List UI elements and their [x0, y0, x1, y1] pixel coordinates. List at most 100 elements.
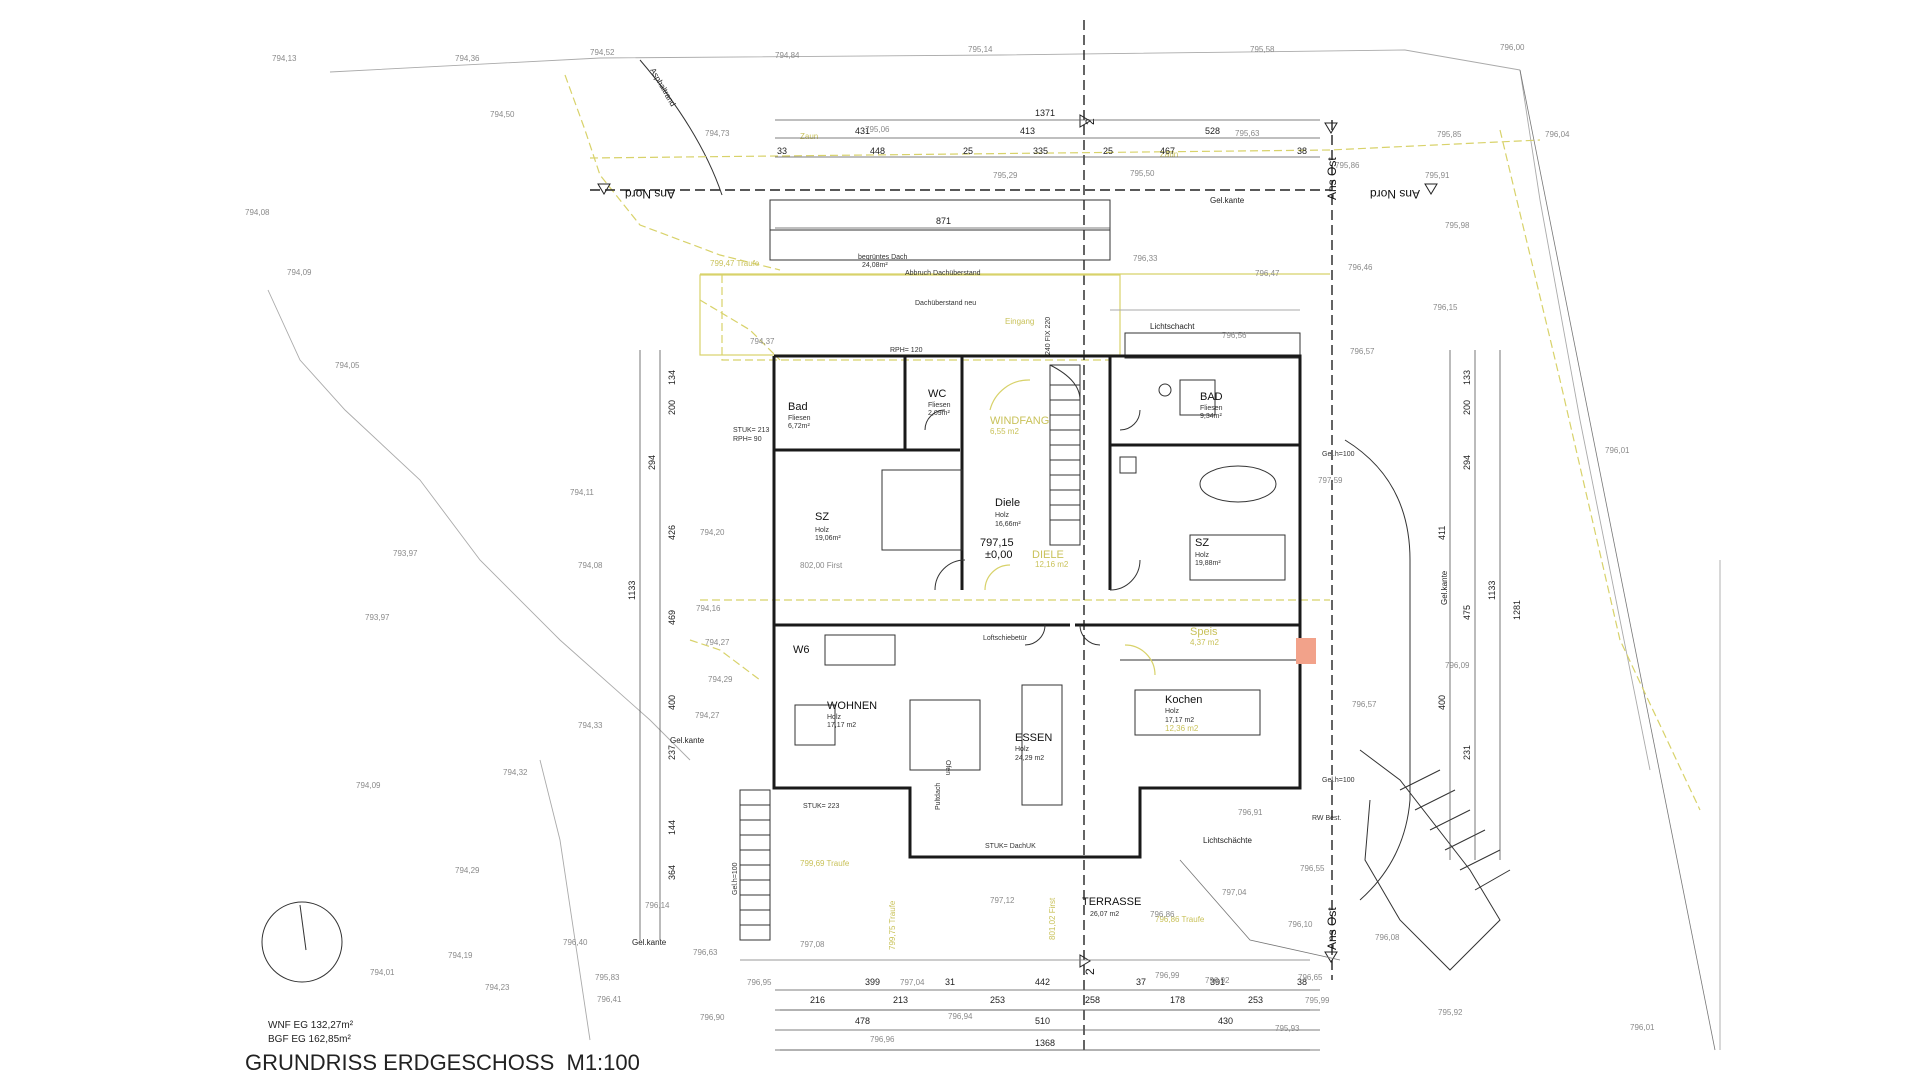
elev-point: 796,41 [597, 995, 622, 1004]
dim-left-364: 364 [667, 865, 677, 880]
terrain-lines [267, 49, 1721, 1051]
dim-bottom-row1-b: 213 [893, 995, 908, 1005]
zaun-right-label: Zaun [1160, 150, 1178, 159]
fix-label: 240 FIX 220 [1045, 317, 1052, 355]
roof-annex [699, 199, 1300, 356]
reference-zero: ±0,00 [985, 549, 1012, 561]
section-arrow-2-top [1079, 114, 1091, 128]
eingang-label: Eingang [1005, 317, 1034, 326]
elev-point: 794,84 [775, 51, 800, 60]
elev-point: 796,86 [1150, 910, 1175, 919]
room-diele: Diele [995, 497, 1020, 509]
room-kochen-area: 17,17 m2 [1165, 717, 1194, 724]
room-kochen-yarea: 12,36 m2 [1165, 724, 1199, 733]
section-arrow-2-bottom [1079, 954, 1091, 968]
elev-point: 794,09 [356, 781, 381, 790]
area-bgf: BGF EG 162,85m² [268, 1034, 351, 1045]
room-windfang: WINDFANG [990, 415, 1049, 427]
rph-90-label: RPH= 90 [733, 436, 762, 443]
dim-bottom-mid-d: 37 [1136, 977, 1146, 987]
elev-point: 797,08 [800, 940, 825, 949]
elev-point: 796,09 [1445, 661, 1470, 670]
elev-point: 794,16 [696, 604, 721, 613]
gelkante-right-label: Gel.kante [1440, 570, 1449, 605]
room-essen: ESSEN [1015, 732, 1052, 744]
dim-right-200: 200 [1462, 400, 1472, 415]
elev-point: 796,47 [1255, 269, 1280, 278]
dim-bottom-row1-g: 253 [1248, 995, 1263, 1005]
elev-point: 794,27 [705, 638, 730, 647]
dim-top-row2-f: 467 [1160, 146, 1175, 156]
staircase [1049, 364, 1081, 546]
room-wc-area: 2,09m² [928, 410, 950, 417]
elev-point: 796,14 [645, 901, 670, 910]
speis-accent [1296, 638, 1316, 664]
room-wohnen: WOHNEN [827, 700, 877, 712]
room-bad-right-area: 9,34m² [1200, 413, 1222, 420]
dim-right-133: 133 [1462, 370, 1472, 385]
dim-left-1133: 1133 [627, 581, 637, 600]
room-wohnen-area: 17,17 m2 [827, 722, 856, 729]
gelkante-top-label: Gel.kante [1210, 196, 1245, 205]
lichtschaechte-label: Lichtschächte [1203, 836, 1252, 845]
elev-point: 793,97 [365, 613, 390, 622]
elev-point: 795,06 [865, 125, 890, 134]
dim-top-row2-d: 335 [1033, 146, 1048, 156]
elev-point: 797,04 [900, 978, 925, 987]
dim-right-1133: 1133 [1487, 581, 1497, 600]
dimension-lines [639, 119, 1501, 1051]
dim-bottom-overall: 1368 [1035, 1038, 1055, 1048]
elev-point: 794,05 [335, 361, 360, 370]
stuk-213-label: STUK= 213 [733, 427, 769, 434]
rw-best-label: RW Best. [1312, 815, 1341, 822]
elev-point: 796,63 [693, 948, 718, 957]
room-speis: Speis [1190, 626, 1218, 638]
asphaltrand-label: Asphaltrand [648, 67, 677, 108]
section-arrow-ost-top [1324, 122, 1338, 134]
section-arrow-right [1424, 183, 1438, 195]
lichtschacht-box [1124, 332, 1301, 359]
section-ans-ost-bottom: Ans Ost [1325, 907, 1339, 950]
lichtschacht-label: Lichtschacht [1150, 322, 1195, 331]
elev-point: 795,14 [968, 45, 993, 54]
dim-left-294: 294 [647, 455, 657, 470]
room-wc-floor: Fliesen [928, 402, 951, 409]
north-arrow [261, 901, 343, 983]
elev-point: 794,20 [700, 528, 725, 537]
section-ans-nord-left: Ans Nord [625, 187, 675, 201]
dim-top-row1-c: 528 [1205, 126, 1220, 136]
elev-point: 795,50 [1130, 169, 1155, 178]
room-diele-area: 16,66m² [995, 521, 1021, 528]
rph-120-label: RPH= 120 [890, 347, 923, 354]
gelh-left-label: Gel.h=100 [732, 862, 739, 895]
elev-point: 794,29 [455, 866, 480, 875]
room-essen-area: 24,29 m2 [1015, 755, 1044, 762]
right-outside-stair [1344, 439, 1511, 971]
elev-point: 794,29 [708, 675, 733, 684]
w6-label: W6 [793, 644, 810, 656]
elev-point: 797,04 [1222, 888, 1247, 897]
elev-point: 794,08 [578, 561, 603, 570]
elev-point: 796,56 [1222, 331, 1247, 340]
dim-left-400: 400 [667, 695, 677, 710]
dim-right-411: 411 [1437, 526, 1447, 540]
dim-right-400: 400 [1437, 695, 1447, 710]
elev-point: 797,59 [1318, 476, 1343, 485]
first-left-label: 802,00 First [800, 561, 843, 570]
dim-top-row2-c: 25 [963, 146, 973, 156]
room-sz-right: SZ [1195, 537, 1209, 549]
begruentes-dach-label: begrüntes Dach [858, 254, 908, 261]
elev-point: 795,99 [1305, 996, 1330, 1005]
stuk-dachuk-label: STUK= DachUK [985, 843, 1036, 850]
dim-bottom-row2-a: 478 [855, 1016, 870, 1026]
dim-top-row2-g: 38 [1297, 146, 1307, 156]
room-bad-left: Bad [788, 401, 808, 413]
elev-point: 796,91 [1238, 808, 1263, 817]
dachueberstand-label: Dachüberstand neu [915, 300, 976, 307]
dim-right-294: 294 [1462, 455, 1472, 470]
dim-left-200: 200 [667, 400, 677, 415]
dim-top-row2-e: 25 [1103, 146, 1113, 156]
elev-point: 795,58 [1250, 45, 1275, 54]
room-terrasse: TERRASSE [1082, 896, 1141, 908]
